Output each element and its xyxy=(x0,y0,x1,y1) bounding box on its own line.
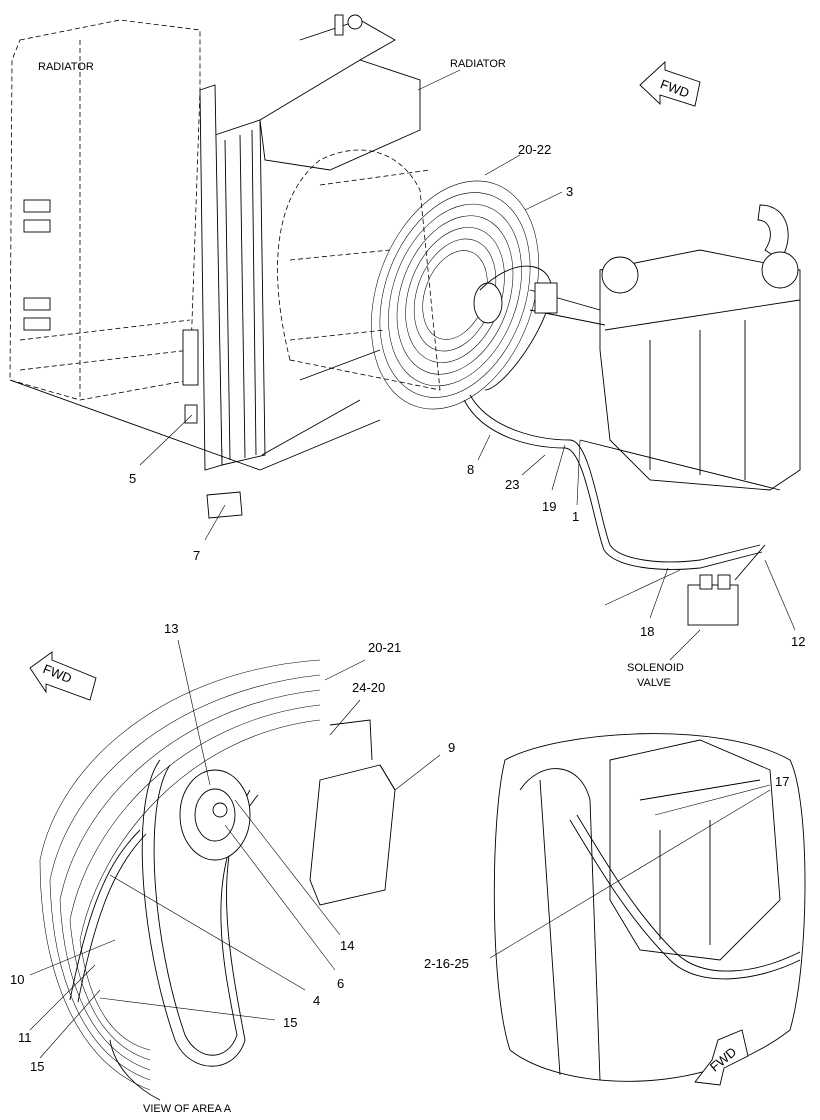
callout-1: 1 xyxy=(572,509,579,524)
callout-8: 8 xyxy=(467,462,474,477)
callout-20-21: 20-21 xyxy=(368,640,401,655)
callout-2-16-25: 2-16-25 xyxy=(424,956,469,971)
solenoid-label-1: SOLENOID xyxy=(627,662,684,674)
callout-3: 3 xyxy=(566,184,573,199)
callout-19: 19 xyxy=(542,499,556,514)
callout-7: 7 xyxy=(193,548,200,563)
fwd-arrow-left: FWD xyxy=(29,651,97,701)
callout-18: 18 xyxy=(640,624,654,639)
callout-15-a: 15 xyxy=(283,1015,297,1030)
engine xyxy=(529,204,801,491)
callout-13: 13 xyxy=(164,621,178,636)
callout-12: 12 xyxy=(791,634,805,649)
callout-4: 4 xyxy=(313,993,320,1008)
callout-11: 11 xyxy=(18,1030,32,1045)
callout-23: 23 xyxy=(505,477,519,492)
view-caption: VIEW OF AREA A xyxy=(143,1103,232,1115)
radiator-assembly xyxy=(9,14,441,519)
fan-guard xyxy=(371,180,552,410)
detail-circle xyxy=(493,733,806,1082)
callout-5: 5 xyxy=(129,471,136,486)
callout-14: 14 xyxy=(340,938,354,953)
fwd-arrow-top: FWD xyxy=(639,60,701,107)
callout-24-20: 24-20 xyxy=(352,680,385,695)
view-area-a xyxy=(39,659,396,1101)
hose-lines xyxy=(463,394,766,626)
radiator-label-left: RADIATOR xyxy=(38,61,94,73)
callout-9: 9 xyxy=(448,740,455,755)
radiator-label-right: RADIATOR xyxy=(450,58,506,70)
solenoid-label-2: VALVE xyxy=(637,677,671,689)
fwd-arrow-bottom: FWD xyxy=(694,1029,749,1086)
callout-6: 6 xyxy=(337,976,344,991)
callout-17: 17 xyxy=(775,774,789,789)
callout-20-22: 20-22 xyxy=(518,142,551,157)
callout-15-b: 15 xyxy=(30,1059,44,1074)
leader-lines xyxy=(29,69,796,1059)
callout-10: 10 xyxy=(10,972,24,987)
